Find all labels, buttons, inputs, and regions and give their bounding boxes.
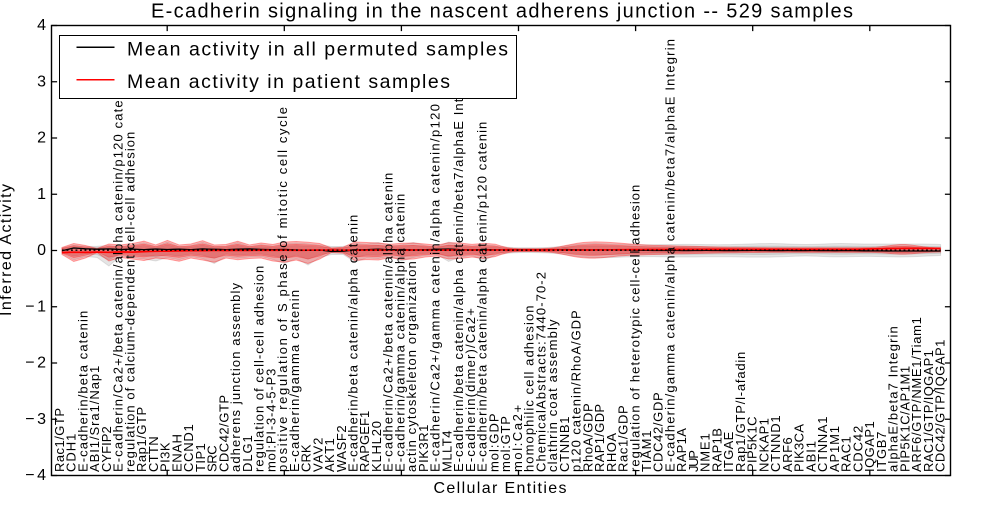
svg-text:CDC42: CDC42: [850, 426, 865, 472]
svg-text:SRC: SRC: [205, 445, 220, 472]
svg-text:TIAM1: TIAM1: [639, 431, 654, 473]
svg-text:AP1M1: AP1M1: [827, 426, 842, 472]
svg-text:MLLT4: MLLT4: [439, 431, 454, 473]
svg-text:NME1: NME1: [698, 433, 713, 472]
svg-text:E-cadherin/Ca2+/beta catenin/a: E-cadherin/Ca2+/beta catenin/alpha caten…: [381, 173, 396, 472]
svg-text:adherens junction assembly: adherens junction assembly: [228, 283, 243, 473]
svg-text:E-cadherin/gamma catenin/alpha: E-cadherin/gamma catenin/alpha catenin: [392, 194, 407, 472]
svg-text:CDC42/GTP/IQGAP1: CDC42/GTP/IQGAP1: [933, 340, 948, 472]
svg-text:CDC42/GDP: CDC42/GDP: [651, 392, 666, 472]
svg-text:ENAH: ENAH: [169, 434, 184, 472]
svg-text:regulation of heterotypic cell: regulation of heterotypic cell-cell adhe…: [627, 185, 642, 472]
svg-text:ChemicalAbstracts:7440-70-2: ChemicalAbstracts:7440-70-2: [533, 272, 548, 472]
svg-text:CTTN: CTTN: [146, 436, 161, 472]
svg-text:CTNND1: CTNND1: [768, 415, 783, 472]
svg-text:CDH1: CDH1: [64, 434, 79, 472]
svg-text:TIP1: TIP1: [193, 443, 208, 472]
svg-text:RhoA/GDP: RhoA/GDP: [580, 403, 595, 472]
svg-text:JUP: JUP: [686, 450, 701, 472]
svg-text:ABI1: ABI1: [803, 441, 818, 472]
svg-text:RAPGEF1: RAPGEF1: [357, 411, 372, 472]
svg-text:Rap1/GTP/l-afadin: Rap1/GTP/l-afadin: [733, 352, 748, 472]
svg-text:ITGB7: ITGB7: [874, 432, 889, 472]
svg-text:VAV2: VAV2: [310, 438, 325, 472]
svg-text:CCND1: CCND1: [181, 424, 196, 472]
svg-text:mol:PI-3-4-5-P3: mol:PI-3-4-5-P3: [263, 369, 278, 472]
svg-text:ARF6: ARF6: [780, 437, 795, 472]
svg-text:RAP1/GDP: RAP1/GDP: [592, 404, 607, 472]
svg-text:DLG1: DLG1: [240, 435, 255, 472]
svg-text:E-cadherin/gamma catenin: E-cadherin/gamma catenin: [287, 290, 302, 472]
svg-text:Mean activity in all permuted: Mean activity in all permuted samples: [127, 39, 508, 61]
svg-text:WASF2: WASF2: [334, 425, 349, 472]
svg-text:mol:Ca2+: mol:Ca2+: [510, 405, 525, 472]
svg-text:homophilic cell adhesion: homophilic cell adhesion: [522, 306, 537, 473]
svg-text:alphaE/beta7 Integrin: alphaE/beta7 Integrin: [886, 326, 901, 472]
svg-text:4: 4: [37, 17, 46, 34]
svg-text:CTNNB1: CTNNB1: [557, 417, 572, 473]
svg-text:PIP5K1C/AP1M1: PIP5K1C/AP1M1: [897, 366, 912, 472]
svg-text:ABI1/Sra1/Nap1: ABI1/Sra1/Nap1: [87, 366, 102, 472]
svg-text:E-cadherin/gamma catenin/alpha: E-cadherin/gamma catenin/alpha catenin/b…: [662, 39, 677, 472]
svg-text:Cellular Entities: Cellular Entities: [434, 480, 567, 497]
svg-text:0: 0: [37, 242, 46, 259]
svg-text:PI3K: PI3K: [158, 442, 173, 472]
svg-text:E-cadherin/beta catenin/alpha: E-cadherin/beta catenin/alpha catenin/be…: [451, 64, 466, 472]
svg-text:Rap1/GTP: Rap1/GTP: [134, 407, 149, 472]
svg-text:3: 3: [37, 73, 46, 90]
svg-text:KLHL20: KLHL20: [369, 421, 384, 472]
svg-text:RAP1B: RAP1B: [709, 428, 724, 472]
svg-text:CDC42/GTP: CDC42/GTP: [216, 395, 231, 472]
svg-text:Rac1/GTP: Rac1/GTP: [52, 408, 67, 472]
svg-text:IQGAP1: IQGAP1: [862, 421, 877, 472]
svg-text:E-cadherin signaling in the na: E-cadherin signaling in the nascent adhe…: [151, 1, 853, 23]
svg-text:E-cadherin/Ca2+/gamma catenin/: E-cadherin/Ca2+/gamma catenin/alpha cate…: [428, 104, 443, 472]
svg-text:RAC1: RAC1: [839, 436, 854, 472]
svg-text:RAC1/GTP/IQGAP1: RAC1/GTP/IQGAP1: [921, 350, 936, 472]
svg-text:E-cadherin(dimer)/Ca2+: E-cadherin(dimer)/Ca2+: [463, 308, 478, 472]
svg-text:E-cadherin/beta catenin: E-cadherin/beta catenin: [75, 311, 90, 472]
svg-text:ITGAE: ITGAE: [721, 431, 736, 472]
svg-text:positive regulation of S phase: positive regulation of S phase of mitoti…: [275, 107, 290, 472]
svg-text:NCKAP1: NCKAP1: [756, 418, 771, 472]
svg-text:E-cadherin/Ca2+/beta catenin/a: E-cadherin/Ca2+/beta catenin/alpha caten…: [111, 80, 126, 472]
svg-text:RHOA: RHOA: [604, 433, 619, 472]
svg-text:clathrin coat assembly: clathrin coat assembly: [545, 319, 560, 472]
svg-text:PIK3CA: PIK3CA: [792, 424, 807, 472]
svg-text:CYFIP2: CYFIP2: [99, 426, 114, 472]
svg-text:RAP1A: RAP1A: [674, 428, 689, 472]
svg-text:PIK3R1: PIK3R1: [416, 425, 431, 472]
svg-text:AKT1: AKT1: [322, 438, 337, 472]
svg-text:1: 1: [37, 186, 46, 203]
svg-text:CRK: CRK: [299, 444, 314, 472]
svg-text:mol:GDP: mol:GDP: [486, 414, 501, 473]
svg-text:ARF6/GTP/NME1/Tiam1: ARF6/GTP/NME1/Tiam1: [909, 317, 924, 472]
svg-text:PIP5K1C: PIP5K1C: [745, 417, 760, 473]
svg-text:regulation of cell-cell adhesi: regulation of cell-cell adhesion: [252, 266, 267, 472]
svg-text:CTNNA1: CTNNA1: [815, 417, 830, 473]
svg-text:2: 2: [37, 130, 46, 147]
svg-text:Mean activity in patient sampl: Mean activity in patient samples: [127, 71, 450, 93]
svg-text:p120 catenin/RhoA/GDP: p120 catenin/RhoA/GDP: [569, 310, 584, 472]
svg-text:Inferred Activity: Inferred Activity: [0, 184, 15, 316]
svg-text:mol:GTP: mol:GTP: [498, 416, 513, 472]
svg-text:E-cadherin/beta catenin/alpha: E-cadherin/beta catenin/alpha catenin: [346, 215, 361, 472]
svg-text:Rac1/GDP: Rac1/GDP: [616, 405, 631, 472]
svg-text:regulation of calcium-dependen: regulation of calcium-dependent cell-cel…: [122, 132, 137, 472]
